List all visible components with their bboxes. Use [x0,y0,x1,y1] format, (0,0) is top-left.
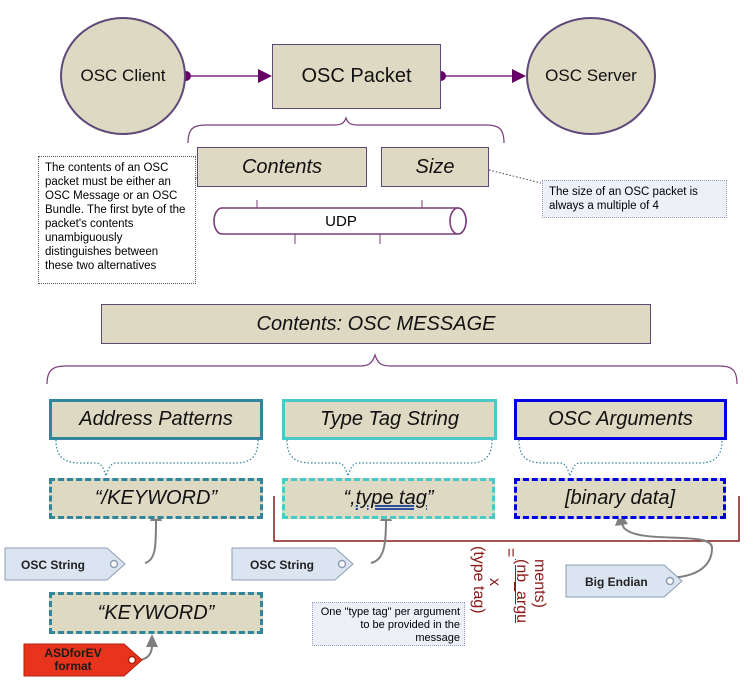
contents-label: Contents [241,155,323,178]
keyword-value-box: “KEYWORD” [49,592,263,634]
message-title-box: Contents: OSC MESSAGE [101,304,651,344]
osc-arguments-label: OSC Arguments [548,408,693,430]
type-tag-value-box: “,type tag” [282,478,495,519]
osc-string-1-label: OSC String [21,558,86,572]
asdforev-label-line2: format [54,659,92,673]
keyword-value: “KEYWORD” [97,601,215,624]
type-tag-string-box: Type Tag String [282,399,497,440]
osc-client-label: OSC Client [80,66,166,85]
address-brace [55,439,259,478]
osc-string-2-arrow [370,519,387,564]
osc-server-node: OSC Server [526,17,656,135]
osc-packet-box: OSC Packet [272,44,441,109]
big-endian-arrow [621,523,714,579]
arguments-value: [binary data] [564,487,676,509]
contents-note-text: The contents of an OSC packet must be ei… [45,162,186,272]
asdforev-tag-shape [23,643,143,677]
arguments-value-box: [binary data] [514,478,726,519]
size-note-text: The size of an OSC packet is always a mu… [549,186,698,212]
osc-arguments-box: OSC Arguments [514,399,727,440]
message-brace [46,353,738,385]
packet-brace [187,116,505,144]
osc-string-1-tag-shape [4,547,126,581]
type-tag-value: type tag [355,487,427,509]
osc-string-2-label: OSC String [250,558,315,572]
big-endian-tag-shape [565,564,683,598]
address-value-box: “/KEYWORD” [49,478,263,519]
relation-col2-line3: ments) [531,559,548,608]
type-tag-string-label: Type Tag String [320,408,459,430]
relation-col2-line1: = [502,548,519,558]
osc-packet-label: OSC Packet [301,65,412,87]
type-tag-note: One "type tag" per argument to be provid… [312,602,465,646]
arguments-brace [518,439,723,478]
size-label: Size [415,155,455,178]
type-tag-note-text: One "type tag" per argument to be provid… [320,606,460,644]
typetag-brace [286,439,493,478]
udp-pipe-end [449,207,467,235]
asdforev-arrow [139,644,153,661]
address-patterns-box: Address Patterns [49,399,263,440]
size-box: Size [381,147,489,187]
udp-label: UDP [325,212,357,230]
osc-server-label: OSC Server [545,66,637,85]
big-endian-label: Big Endian [585,575,648,589]
type-tag-close: ” [426,487,434,509]
message-title: Contents: OSC MESSAGE [256,312,496,335]
asdforev-label-line1: ASDforEV [44,646,102,660]
osc-string-2-tag-shape [231,547,354,581]
client-packet-arrowhead [258,69,272,83]
osc-string-1-arrow [144,519,157,564]
asdforev-label: ASDforEV format [38,647,108,673]
size-note: The size of an OSC packet is always a mu… [542,180,727,218]
relation-col2-line2: (nb_argu [513,559,530,624]
relation-bracket [273,496,740,542]
address-patterns-label: Address Patterns [79,408,233,430]
contents-note: The contents of an OSC packet must be ei… [38,156,196,284]
contents-box: Contents [197,147,367,187]
packet-server-arrowhead [512,69,526,83]
osc-client-node: OSC Client [60,17,186,135]
type-tag-comma: “, [343,487,356,509]
address-value: “/KEYWORD” [94,487,218,509]
relation-col1-line2: x [486,578,503,586]
